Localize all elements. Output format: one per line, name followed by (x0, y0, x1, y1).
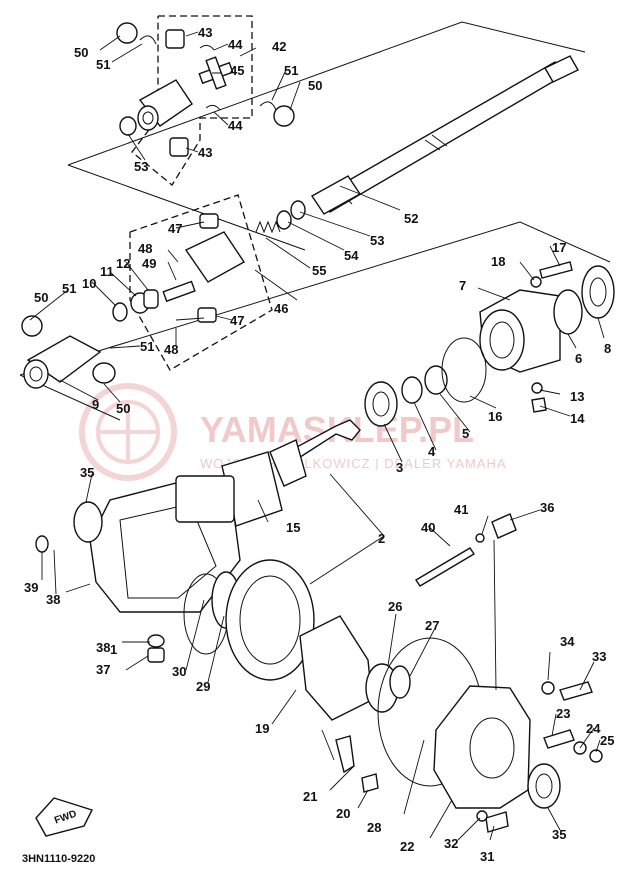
pinion-gear-2 (269, 419, 361, 487)
part-label[interactable]: 20 (336, 806, 350, 821)
part-label[interactable]: 4 (428, 444, 436, 459)
part-label[interactable]: 9 (92, 397, 99, 412)
part-label[interactable]: 22 (400, 839, 414, 854)
part-label[interactable]: 8 (604, 341, 611, 356)
fwd-arrow-icon: FWD (35, 797, 93, 837)
part-label[interactable]: 55 (312, 263, 326, 278)
leader-lines (29, 31, 605, 841)
yoke-upper (137, 79, 193, 131)
bearing-stack (364, 337, 487, 427)
part-label[interactable]: 15 (286, 520, 300, 535)
part-label[interactable]: 5 (462, 426, 469, 441)
part-label[interactable]: 32 (444, 836, 458, 851)
part-label[interactable]: 38 (46, 592, 60, 607)
part-label[interactable]: 46 (274, 301, 288, 316)
part-label[interactable]: 16 (488, 409, 502, 424)
part-label[interactable]: 50 (34, 290, 48, 305)
part-label[interactable]: 28 (367, 820, 381, 835)
yoke-9 (23, 335, 102, 389)
part-label[interactable]: 14 (570, 411, 585, 426)
part-label[interactable]: 35 (80, 465, 94, 480)
ring-gear (225, 559, 411, 721)
part-label[interactable]: 51 (284, 63, 298, 78)
cover-22 (433, 685, 531, 809)
part-number-labels: 1 2 3 4 5 6 7 8 9 10 11 12 13 14 15 16 1… (24, 25, 614, 864)
part-label[interactable]: 50 (116, 401, 130, 416)
diagram-code: 3HN1110-9220 (22, 853, 95, 865)
part-label[interactable]: 53 (134, 159, 148, 174)
part-label[interactable]: 48 (164, 342, 178, 357)
part-label[interactable]: 19 (255, 721, 269, 736)
part-label[interactable]: 40 (421, 520, 435, 535)
part-label[interactable]: 35 (552, 827, 566, 842)
part-label[interactable]: 21 (303, 789, 317, 804)
part-label[interactable]: 49 (142, 256, 156, 271)
part-label[interactable]: 39 (24, 580, 38, 595)
part-label[interactable]: 24 (586, 721, 601, 736)
part-label[interactable]: 2 (378, 531, 385, 546)
part-label[interactable]: 51 (140, 339, 154, 354)
part-label[interactable]: 33 (592, 649, 606, 664)
middle-coupling-panel (19, 194, 615, 421)
part-label[interactable]: 47 (230, 313, 244, 328)
spider-46 (162, 213, 246, 323)
part-label[interactable]: 38 (96, 640, 110, 655)
drive-shaft-52 (310, 55, 579, 215)
part-label[interactable]: 43 (198, 145, 212, 160)
part-label[interactable]: 36 (540, 500, 554, 515)
part-label[interactable]: 12 (116, 256, 130, 271)
part-label[interactable]: 54 (344, 248, 359, 263)
part-label[interactable]: 31 (480, 849, 494, 864)
part-label[interactable]: 53 (370, 233, 384, 248)
part-label[interactable]: 18 (491, 254, 505, 269)
part-label[interactable]: 41 (454, 502, 468, 517)
part-label[interactable]: 17 (552, 240, 566, 255)
part-label[interactable]: 29 (196, 679, 210, 694)
differential-housing-1 (73, 475, 241, 613)
part-label[interactable]: 42 (272, 39, 286, 54)
part-label[interactable]: 3 (396, 460, 403, 475)
part-label[interactable]: 10 (82, 276, 96, 291)
watermark-logo-icon (79, 383, 177, 481)
part-label[interactable]: 50 (74, 45, 88, 60)
part-label[interactable]: 30 (172, 664, 186, 679)
part-label[interactable]: 44 (228, 37, 243, 52)
part-label[interactable]: 52 (404, 211, 418, 226)
part-label[interactable]: 6 (575, 351, 582, 366)
part-label[interactable]: 45 (230, 63, 244, 78)
part-label[interactable]: 50 (308, 78, 322, 93)
part-label[interactable]: 7 (459, 278, 466, 293)
part-label[interactable]: 37 (96, 662, 110, 677)
part-label[interactable]: 23 (556, 706, 570, 721)
housing-7 (479, 289, 561, 373)
part-label[interactable]: 26 (388, 599, 402, 614)
part-label[interactable]: 34 (560, 634, 575, 649)
part-label[interactable]: 44 (228, 118, 243, 133)
part-label[interactable]: 43 (198, 25, 212, 40)
part-label[interactable]: 13 (570, 389, 584, 404)
part-label[interactable]: 11 (100, 264, 114, 279)
part-label[interactable]: 27 (425, 618, 439, 633)
upper-shaft-panel (67, 15, 586, 251)
part-label[interactable]: 51 (96, 57, 110, 72)
part-label[interactable]: 51 (62, 281, 76, 296)
part-label[interactable]: 1 (110, 642, 117, 657)
part-label[interactable]: 25 (600, 733, 614, 748)
part-label[interactable]: 47 (168, 221, 182, 236)
part-label[interactable]: 48 (138, 241, 152, 256)
